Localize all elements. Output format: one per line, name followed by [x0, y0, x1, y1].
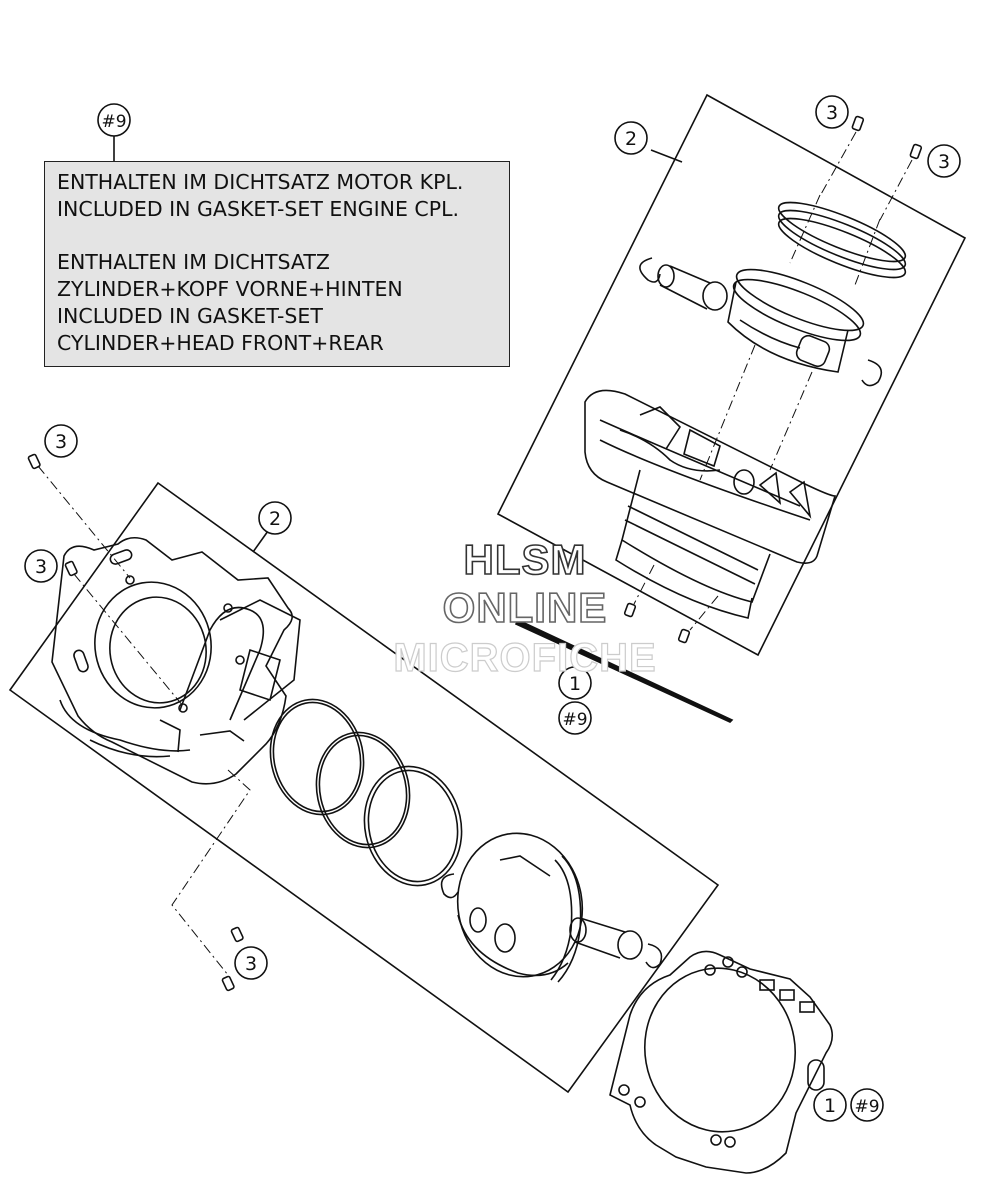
upper-piston: [727, 268, 865, 373]
upper-dowel-pin-4: [677, 628, 691, 644]
callout-3-lower-b-label: 3: [35, 556, 47, 578]
lower-cylinder: [51, 536, 301, 785]
callout-ref-9-note: [97, 103, 131, 137]
upper-base-gasket: [514, 618, 734, 723]
note-line-5: INCLUDED IN GASKET-SET: [57, 304, 323, 328]
note-line-3: ENTHALTEN IM DICHTSATZ: [57, 250, 330, 274]
upper-assembly-frame: [496, 93, 967, 657]
callout-ref-9-lower-label: #9: [854, 1097, 879, 1117]
callout-3-lower-b: [24, 549, 58, 583]
callout-3-upper-b-label: 3: [938, 151, 950, 173]
upper-piston-pin: [657, 264, 728, 311]
upper-dowel-pin-1: [851, 115, 865, 132]
callout-2-lower: [258, 501, 292, 535]
upper-cylinder: [584, 389, 837, 619]
callout-3-upper-a: [815, 95, 849, 129]
lower-dowel-pin-2: [64, 560, 78, 577]
lower-assembly-frame: [8, 481, 720, 1094]
callout-3-lower-c-label: 3: [245, 953, 257, 975]
callout-3-lower-c: [234, 946, 268, 980]
lower-base-gasket: [609, 950, 834, 1174]
callout-3-lower-a-label: 3: [55, 431, 67, 453]
callout-ref-9-upper-label: #9: [562, 710, 587, 730]
lower-dowel-pin-1: [27, 453, 41, 470]
callout-2-upper: [614, 121, 648, 155]
callout-ref-9-upper: [558, 701, 592, 735]
callout-1-lower: [813, 1088, 847, 1122]
note-line-4: ZYLINDER+KOPF VORNE+HINTEN: [57, 277, 403, 301]
lower-circlip-left: [440, 873, 459, 899]
lower-piston-rings: [269, 698, 463, 887]
lower-dowel-pin-4: [221, 975, 235, 992]
upper-piston-rings: [777, 201, 907, 279]
upper-dowel-pin-2: [909, 143, 923, 160]
note-line-1: ENTHALTEN IM DICHTSATZ MOTOR KPL.: [57, 170, 464, 194]
callout-3-lower-a: [44, 424, 78, 458]
callout-1-upper-label: 1: [569, 673, 581, 695]
note-line-6: CYLINDER+HEAD FRONT+REAR: [57, 331, 384, 355]
gasket-set-note: ENTHALTEN IM DICHTSATZ MOTOR KPL. INCLUD…: [44, 161, 510, 367]
callout-2-upper-label: 2: [625, 128, 637, 150]
callout-3-upper-a-label: 3: [826, 102, 838, 124]
upper-dowel-pin-3: [623, 602, 637, 618]
note-line-2: INCLUDED IN GASKET-SET ENGINE CPL.: [57, 197, 460, 221]
callout-ref-9-note-label: #9: [101, 112, 126, 132]
lower-dowel-pin-3: [230, 926, 244, 943]
upper-circlip-left: [639, 257, 661, 283]
lower-piston-pin: [569, 917, 643, 960]
callout-ref-9-lower: [850, 1088, 884, 1122]
callout-3-upper-b: [927, 144, 961, 178]
lower-circlip-right: [645, 943, 663, 969]
callout-2-lower-label: 2: [269, 508, 281, 530]
upper-circlip-right: [861, 359, 883, 387]
callout-1-upper: [558, 666, 592, 700]
lower-piston: [456, 832, 584, 983]
callout-1-lower-label: 1: [824, 1095, 836, 1117]
